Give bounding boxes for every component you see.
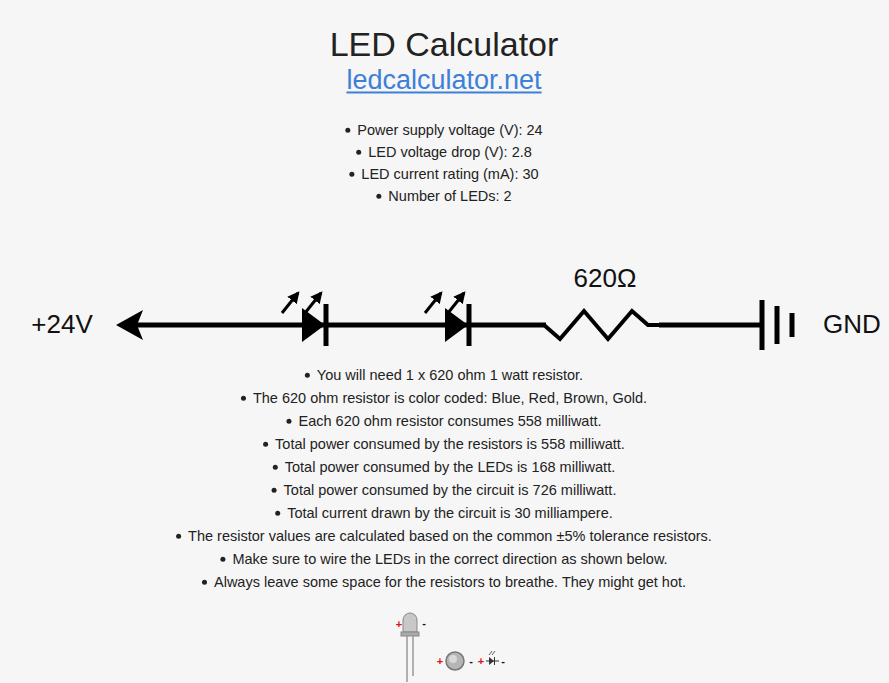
list-item: Make sure to wire the LEDs in the correc… bbox=[220, 551, 667, 568]
bullet-dot bbox=[202, 579, 207, 584]
bullet-dot bbox=[241, 395, 246, 400]
list-item: Total power consumed by the resistors is… bbox=[263, 436, 625, 453]
input-parameter: Power supply voltage (V): 24 bbox=[357, 122, 542, 139]
result-note: Total power consumed by the LEDs is 168 … bbox=[285, 459, 615, 476]
bullet-dot bbox=[220, 556, 225, 561]
resistor-symbol bbox=[544, 311, 661, 339]
bullet-dot bbox=[305, 372, 310, 377]
polarity-minus: - bbox=[469, 655, 473, 668]
list-item: You will need 1 x 620 ohm 1 watt resisto… bbox=[305, 367, 583, 384]
website-link: ledcalculator.net bbox=[346, 65, 541, 96]
result-note: Each 620 ohm resistor consumes 558 milli… bbox=[298, 413, 601, 430]
bullet-dot bbox=[345, 127, 350, 132]
led-top-icon bbox=[446, 652, 464, 670]
led-symbol bbox=[425, 293, 469, 346]
led-symbol-icon bbox=[486, 651, 499, 665]
led-symbol bbox=[282, 293, 326, 346]
list-item: Each 620 ohm resistor consumes 558 milli… bbox=[286, 413, 601, 430]
list-item: Total power consumed by the LEDs is 168 … bbox=[273, 459, 615, 476]
bullet-dot bbox=[286, 418, 291, 423]
list-item: Total current drawn by the circuit is 30… bbox=[275, 505, 613, 522]
bullet-dot bbox=[349, 171, 354, 176]
input-parameter: LED current rating (mA): 30 bbox=[361, 166, 538, 183]
result-note: Total power consumed by the circuit is 7… bbox=[284, 482, 617, 499]
list-item: Always leave some space for the resistor… bbox=[202, 574, 686, 591]
list-item: LED current rating (mA): 30 bbox=[349, 166, 538, 183]
list-item: Total power consumed by the circuit is 7… bbox=[272, 482, 617, 499]
list-item: LED voltage drop (V): 2.8 bbox=[356, 144, 532, 161]
result-note: Total power consumed by the resistors is… bbox=[275, 436, 625, 453]
result-note: Make sure to wire the LEDs in the correc… bbox=[232, 551, 667, 568]
polarity-plus: + bbox=[478, 655, 484, 668]
result-note: The resistor values are calculated based… bbox=[188, 528, 712, 545]
polarity-minus: - bbox=[422, 617, 426, 630]
polarity-minus: - bbox=[501, 655, 505, 668]
ground-label: GND bbox=[823, 310, 881, 340]
input-parameter: LED voltage drop (V): 2.8 bbox=[368, 144, 532, 161]
list-item: The 620 ohm resistor is color coded: Blu… bbox=[241, 390, 647, 407]
result-note: Always leave some space for the resistor… bbox=[214, 574, 686, 591]
bullet-dot bbox=[263, 441, 268, 446]
result-note: You will need 1 x 620 ohm 1 watt resisto… bbox=[317, 367, 583, 384]
polarity-plus: + bbox=[437, 655, 443, 668]
result-note: The 620 ohm resistor is color coded: Blu… bbox=[253, 390, 647, 407]
bullet-dot bbox=[272, 487, 277, 492]
list-item: Power supply voltage (V): 24 bbox=[345, 122, 542, 139]
bullet-dot bbox=[376, 193, 381, 198]
bullet-dot bbox=[176, 533, 181, 538]
result-note: Total current drawn by the circuit is 30… bbox=[287, 505, 613, 522]
bullet-dot bbox=[356, 149, 361, 154]
polarity-plus: + bbox=[396, 618, 402, 631]
resistor-value: 620Ω bbox=[574, 264, 637, 294]
list-item: Number of LEDs: 2 bbox=[376, 188, 511, 205]
page-title: LED Calculator bbox=[330, 25, 559, 64]
bullet-dot bbox=[273, 464, 278, 469]
bullet-dot bbox=[275, 510, 280, 515]
ground-symbol bbox=[762, 300, 792, 350]
supply-voltage-label: +24V bbox=[31, 310, 92, 340]
input-parameter: Number of LEDs: 2 bbox=[388, 188, 511, 205]
list-item: The resistor values are calculated based… bbox=[176, 528, 712, 545]
led-side-icon bbox=[401, 613, 419, 682]
